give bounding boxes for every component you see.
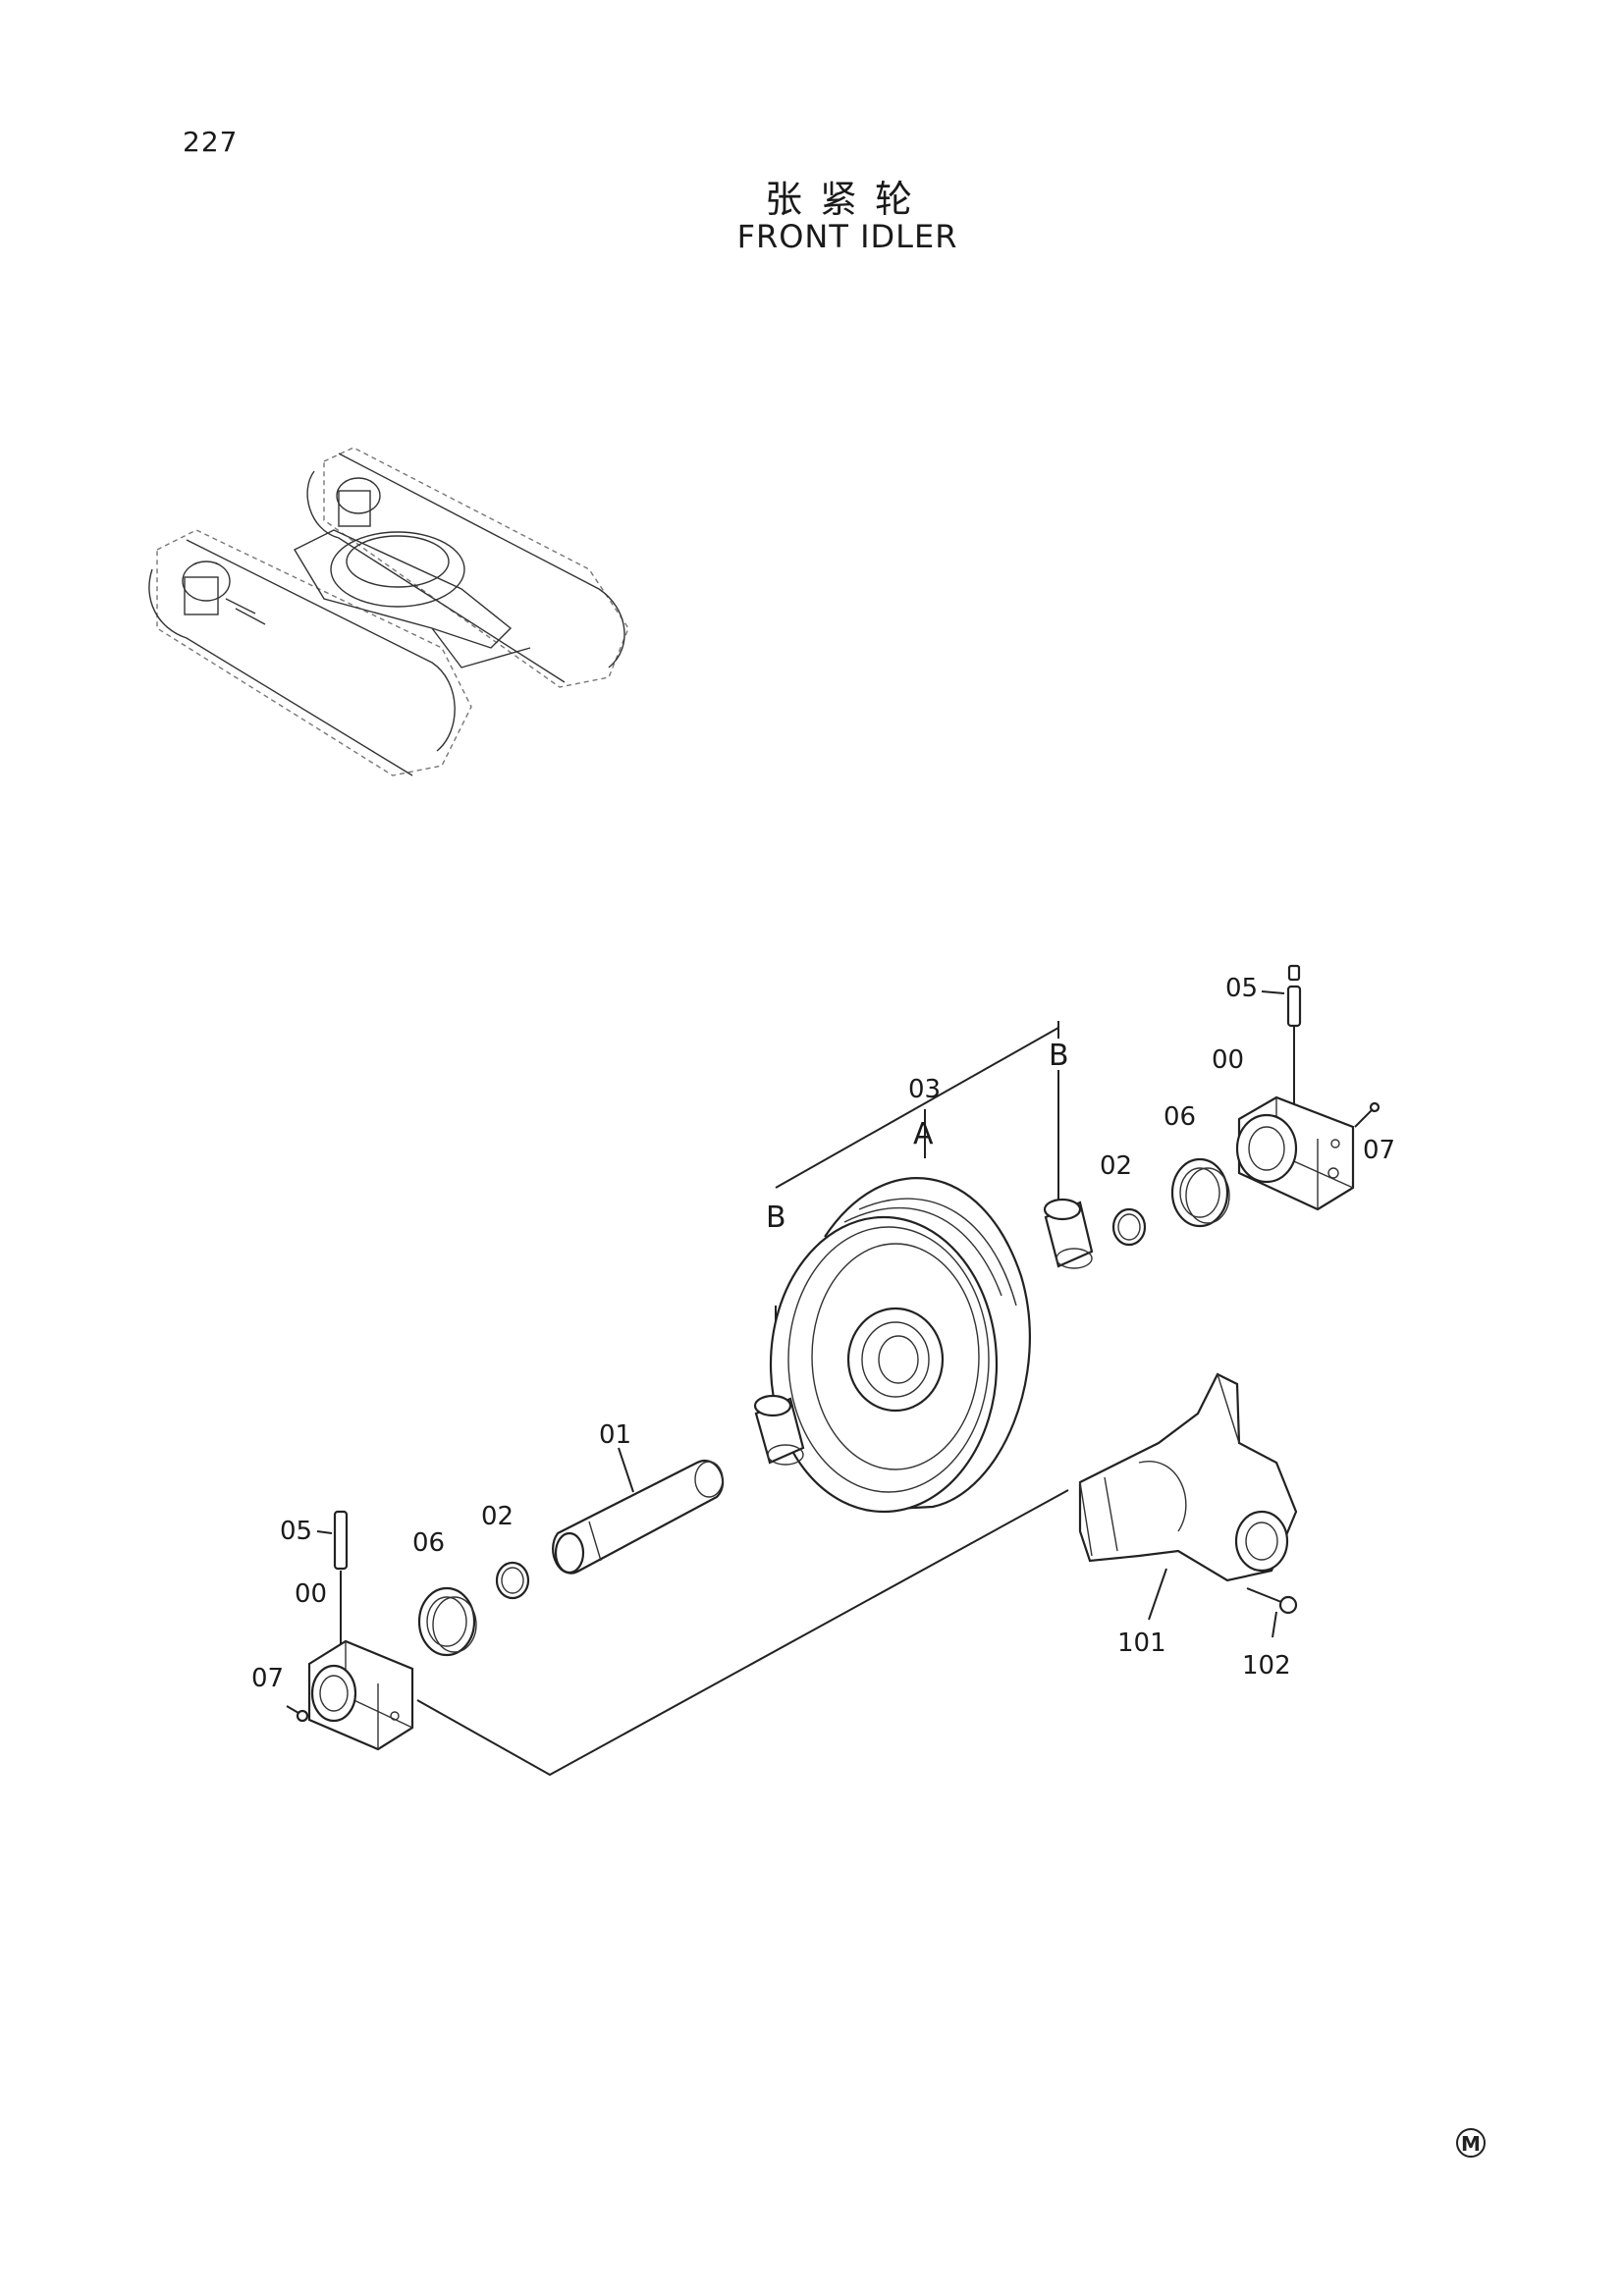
bushing-right xyxy=(1043,1198,1094,1269)
callout-06-top: 06 xyxy=(1164,1102,1196,1132)
page-title-chinese: 张紧轮 xyxy=(764,178,930,221)
callout-01: 01 xyxy=(599,1420,631,1450)
callout-b-left: B xyxy=(766,1201,786,1235)
floating-seal-bottom xyxy=(417,1586,477,1657)
o-ring-top xyxy=(1111,1207,1147,1247)
callout-00-top: 00 xyxy=(1212,1045,1244,1075)
callout-05-top: 05 xyxy=(1225,974,1258,1003)
callout-06-bottom: 06 xyxy=(412,1528,445,1558)
callout-05-bottom: 05 xyxy=(280,1517,312,1546)
undercarriage-overview-illustration xyxy=(148,447,629,776)
bearing-block-bottom xyxy=(307,1639,414,1751)
callout-b-top: B xyxy=(1049,1039,1069,1073)
callout-02-top: 02 xyxy=(1100,1151,1132,1181)
bushing-left xyxy=(753,1394,805,1466)
bearing-block-top xyxy=(1235,1095,1355,1211)
callout-101: 101 xyxy=(1117,1629,1166,1658)
spring-pin-top xyxy=(1261,964,1302,1028)
floating-seal-top xyxy=(1170,1157,1230,1228)
manufacturer-mark-letter: M xyxy=(1461,2132,1481,2156)
idler-bracket xyxy=(1078,1372,1298,1621)
plug-top xyxy=(1354,1101,1380,1128)
callout-07-top: 07 xyxy=(1363,1136,1395,1165)
o-ring-bottom xyxy=(495,1561,530,1600)
callout-03: 03 xyxy=(908,1075,941,1104)
bolt xyxy=(1246,1587,1298,1638)
callout-102: 102 xyxy=(1242,1651,1291,1681)
callout-00-bottom: 00 xyxy=(295,1579,327,1609)
idler-wheel xyxy=(769,1177,1031,1514)
callout-07-bottom: 07 xyxy=(251,1664,284,1693)
callout-a: A xyxy=(913,1117,934,1151)
shaft xyxy=(552,1447,725,1575)
callout-02-bottom: 02 xyxy=(481,1502,514,1531)
page-title: FRONT IDLER xyxy=(736,218,958,255)
manufacturer-mark: M xyxy=(1456,2128,1486,2158)
page-number: 227 xyxy=(183,126,239,158)
plug-bottom xyxy=(286,1705,309,1723)
